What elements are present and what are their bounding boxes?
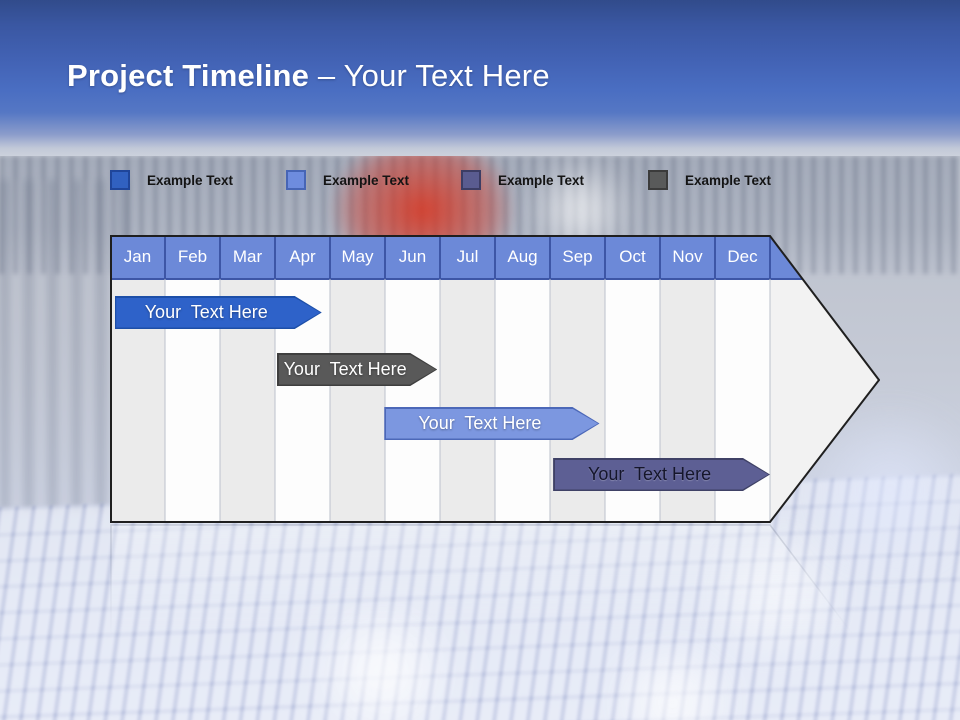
month-cell-sep[interactable]: Sep [562,247,593,266]
month-stripe [385,280,440,521]
month-header-band [111,236,804,279]
timeline-bar-fill [386,409,598,439]
legend-item-4[interactable]: Example Text [648,168,771,192]
legend: Example Text Example Text Example Text E… [0,168,960,194]
timeline-bar-label: Your Text Here [144,302,268,322]
month-cell-may[interactable]: May [341,247,374,266]
timeline-bar-label: Your Text Here [283,359,407,379]
legend-label: Example Text [685,172,772,188]
background-glow [295,605,470,720]
month-cell-apr[interactable]: Apr [289,247,316,266]
timeline-bar-fill [555,460,769,490]
timeline-bar-fill [116,298,320,328]
month-stripe [440,280,495,521]
chart-reflection-shape [110,524,869,654]
legend-swatch-blue [110,170,130,190]
month-cell-aug[interactable]: Aug [507,247,538,266]
chart-reflection [110,524,880,654]
page-title[interactable]: Project Timeline – Your Text Here [67,58,550,94]
legend-swatch-gray [648,170,668,190]
timeline-bar-3[interactable]: Your Text Here [384,407,599,440]
month-stripe [330,280,385,521]
month-stripe [495,280,550,521]
month-cell-nov[interactable]: Nov [672,247,703,266]
month-row: Jan Feb Mar Apr May Jun Jul Aug Sep Oct Nov Dec [110,235,770,279]
month-cell-mar[interactable]: Mar [232,247,263,266]
legend-label: Example Text [323,172,410,188]
page-title-rest: – Your Text Here [309,58,550,93]
gantt-bars: Your Text Here Your Text Here Your Text … [110,235,880,523]
month-header-separators [111,236,802,280]
timeline-bar-label: Your Text Here [418,413,542,433]
legend-item-1[interactable]: Example Text [110,168,233,192]
timeline-bar-4[interactable]: Your Text Here [553,458,770,491]
timeline-bar-2[interactable]: Your Text Here [277,353,437,386]
timeline-bar-label: Your Text Here [588,464,712,484]
month-cell-dec[interactable]: Dec [727,247,758,266]
background-glow [690,530,860,660]
legend-item-2[interactable]: Example Text [286,168,409,192]
month-cell-jan[interactable]: Jan [123,247,152,266]
month-cell-jul[interactable]: Jul [456,247,479,266]
timeline-chart: Jan Feb Mar Apr May Jun Jul Aug Sep Oct Nov Dec You… [110,235,880,523]
title-band [0,0,960,156]
month-cell-feb[interactable]: Feb [177,247,208,266]
page-title-bold: Project Timeline [67,58,310,93]
timeline-bar-fill [279,355,436,385]
legend-swatch-slate [461,170,481,190]
background-left-streaks [0,180,130,510]
month-cell-jun[interactable]: Jun [398,247,427,266]
legend-swatch-lightblue [286,170,306,190]
legend-label: Example Text [498,172,585,188]
legend-label: Example Text [147,172,234,188]
timeline-bar-1[interactable]: Your Text Here [115,296,322,329]
legend-item-3[interactable]: Example Text [461,168,584,192]
arrow-outline [110,235,880,523]
month-cell-oct[interactable]: Oct [619,247,646,266]
